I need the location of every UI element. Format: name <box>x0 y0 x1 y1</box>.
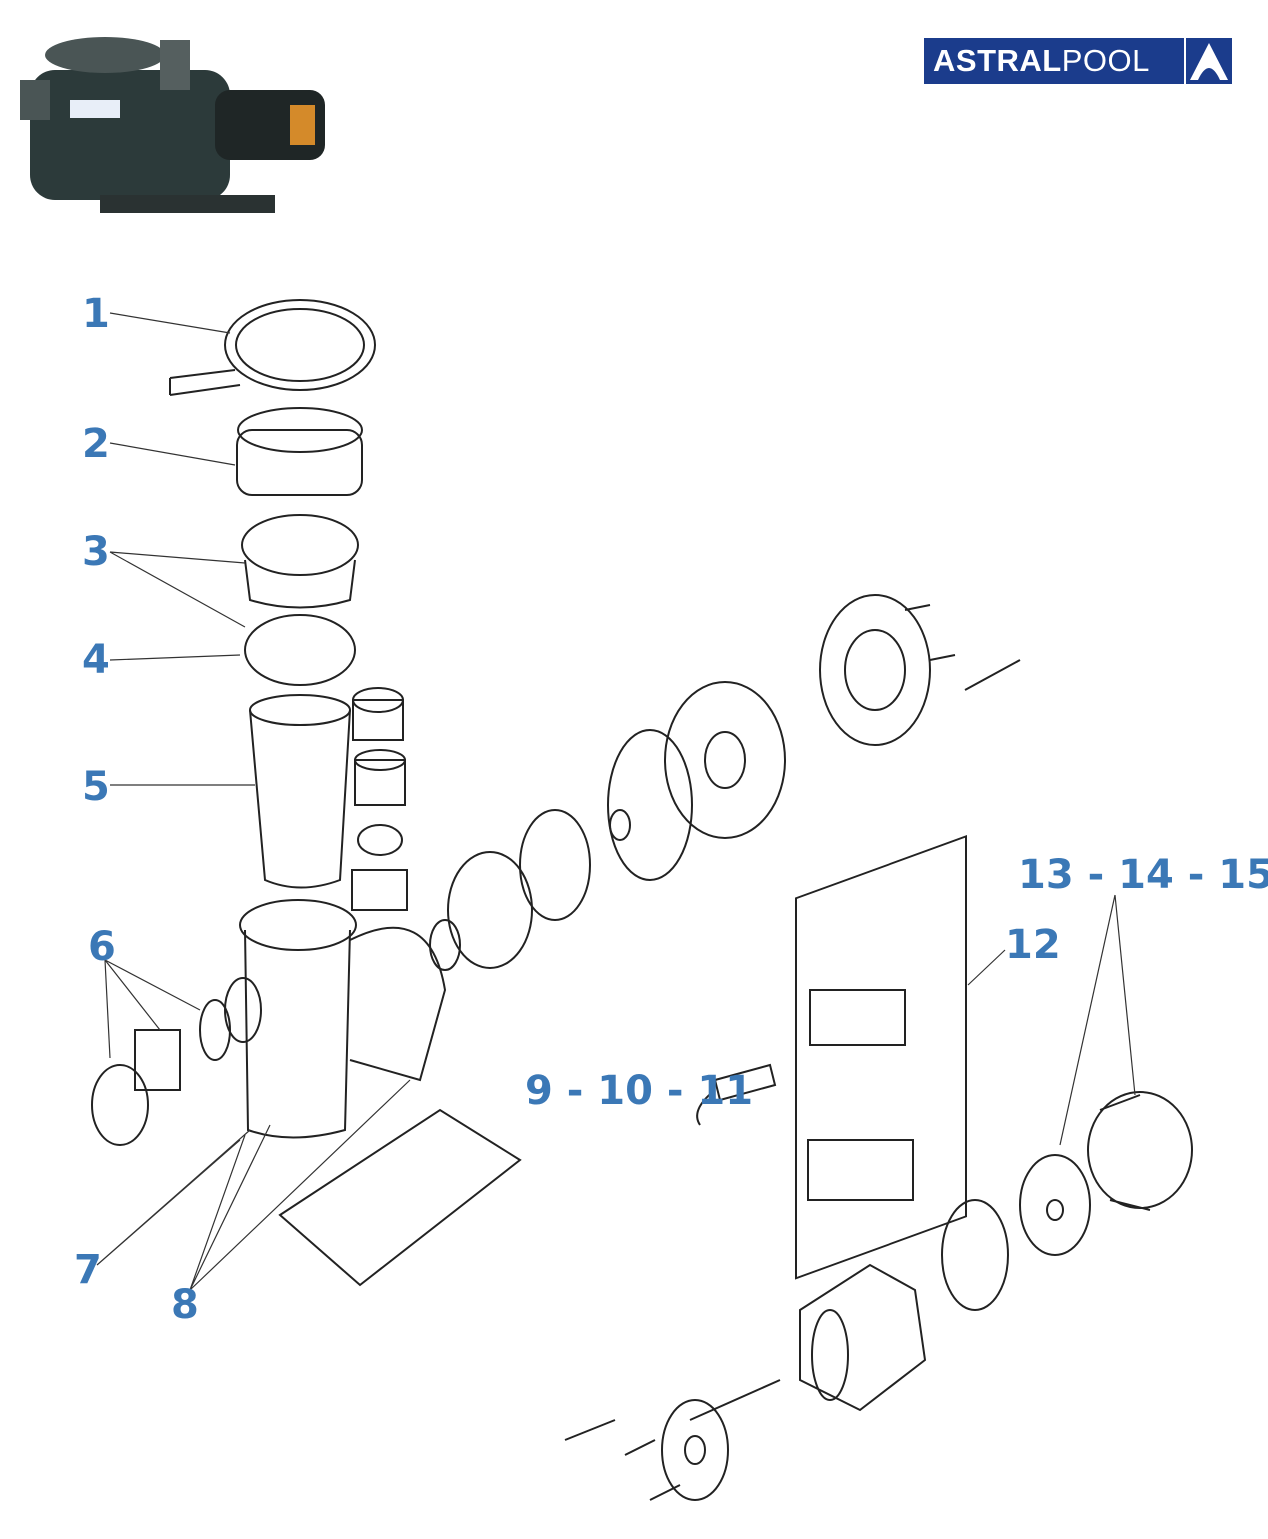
callout-8: 8 <box>171 1282 199 1328</box>
callout-9-10-11: 9 - 10 - 11 <box>525 1068 754 1114</box>
callout-1: 1 <box>82 291 110 337</box>
logo-text-bold: ASTRAL <box>933 43 1062 78</box>
parts-drawing <box>91 299 1193 1501</box>
callout-12: 12 <box>1005 922 1061 968</box>
callout-13-14-15: 13 - 14 - 15 <box>1018 852 1268 898</box>
callout-5: 5 <box>82 764 110 810</box>
logo-triangle-icon <box>1184 38 1228 84</box>
pump-photo <box>20 37 325 213</box>
callout-3: 3 <box>82 529 110 575</box>
callout-2: 2 <box>82 421 110 467</box>
callout-6: 6 <box>88 924 116 970</box>
callout-4: 4 <box>82 637 110 683</box>
callout-7: 7 <box>74 1247 102 1293</box>
logo-text-light: POOL <box>1061 43 1150 78</box>
leader-lines <box>96 312 1136 1291</box>
